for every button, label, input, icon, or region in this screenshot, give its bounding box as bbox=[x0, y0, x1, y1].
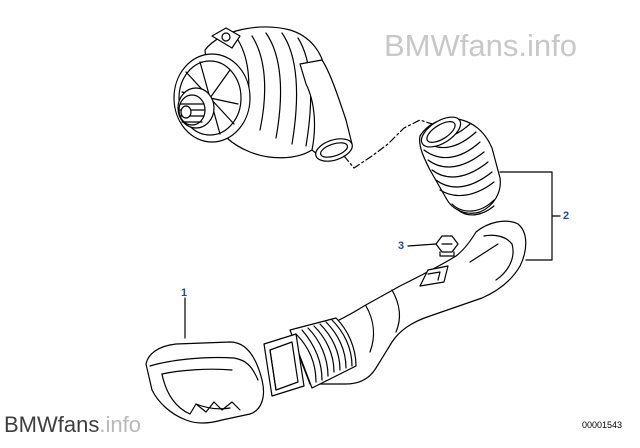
air-scoop bbox=[145, 341, 265, 424]
diagram-number: 00001543 bbox=[582, 420, 623, 430]
callout-bracket-2 bbox=[499, 171, 561, 261]
callout-leader-3 bbox=[407, 243, 437, 247]
bolt bbox=[435, 235, 459, 257]
alternator bbox=[173, 26, 353, 162]
callout-2: 2 bbox=[563, 210, 570, 222]
intake-duct bbox=[263, 220, 527, 397]
connection-line bbox=[343, 119, 433, 169]
callout-1: 1 bbox=[181, 287, 188, 299]
bellows-boot bbox=[419, 116, 501, 216]
watermark-bottom-strong: BMWfans bbox=[4, 412, 100, 437]
callout-3: 3 bbox=[398, 240, 405, 252]
watermark-bottom: BMWfans.info bbox=[4, 412, 141, 438]
watermark-bottom-light: .info bbox=[99, 412, 141, 437]
watermark-top: BMWfans.info bbox=[384, 28, 577, 63]
